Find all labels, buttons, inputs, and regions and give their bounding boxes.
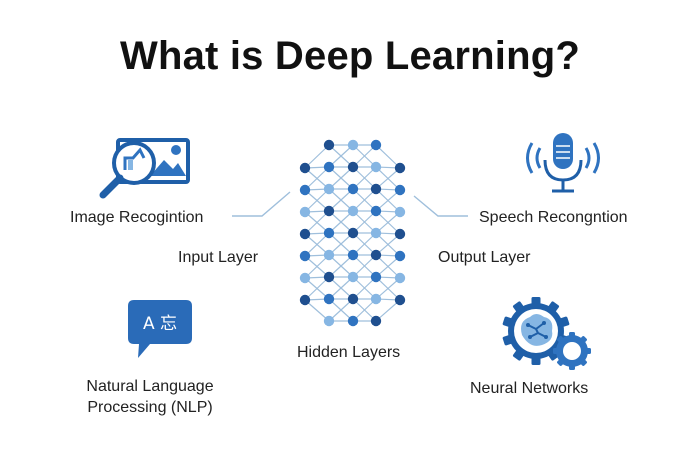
nn-edge — [375, 144, 401, 169]
nn-edge — [304, 254, 330, 279]
chat-translate-icon: A 忘 — [128, 300, 192, 358]
nn-node — [347, 205, 359, 217]
nn-node — [370, 315, 382, 327]
nn-edge — [328, 276, 354, 300]
nn-node — [299, 272, 311, 284]
nn-edge — [352, 232, 377, 256]
nn-node — [370, 271, 382, 283]
nn-edge — [328, 166, 354, 190]
nn-edge — [328, 254, 354, 278]
nn-node — [299, 294, 311, 306]
nn-node — [394, 294, 406, 306]
nn-edge — [328, 188, 354, 212]
microphone-icon — [526, 133, 600, 193]
nn-edge — [328, 144, 354, 168]
neural-networks-label: Neural Networks — [470, 380, 589, 397]
image-recognition-label: Image Recogintion — [70, 209, 204, 226]
nn-node — [323, 315, 335, 327]
nn-node — [347, 249, 359, 261]
nlp-label-line2: Processing (NLP) — [87, 399, 213, 416]
nn-edge — [352, 254, 377, 278]
nn-node — [323, 139, 335, 151]
nn-edge — [375, 255, 401, 278]
nn-edge — [328, 232, 354, 256]
connector-speech — [413, 195, 468, 217]
nn-edge — [304, 166, 330, 191]
input-layer-label: Input Layer — [178, 249, 259, 266]
page-title: What is Deep Learning? — [119, 34, 580, 78]
nn-edge — [375, 189, 401, 212]
output-layer-label: Output Layer — [438, 249, 531, 266]
nn-edge — [352, 210, 377, 234]
nlp-label-line1: Natural Language — [86, 378, 214, 395]
nn-node — [394, 184, 406, 196]
nn-edge — [352, 188, 377, 212]
nn-node — [323, 293, 335, 305]
nn-node — [323, 227, 335, 239]
nn-node — [370, 183, 382, 195]
nn-edge — [375, 211, 401, 234]
nn-edge — [304, 232, 330, 257]
nn-edge — [375, 299, 401, 322]
connector-lines — [232, 191, 468, 217]
nn-node — [347, 271, 359, 283]
nn-node — [347, 161, 359, 173]
nn-node — [347, 139, 359, 151]
nn-node — [299, 206, 311, 218]
magnifier-image-icon — [99, 138, 190, 199]
hidden-layers-label: Hidden Layers — [297, 344, 401, 361]
nn-node — [370, 227, 382, 239]
nn-node — [299, 162, 311, 174]
nn-node — [347, 293, 359, 305]
nn-edge — [304, 144, 330, 169]
nn-edge — [352, 144, 377, 168]
nn-node — [347, 315, 359, 327]
nn-node — [299, 250, 311, 262]
nn-node — [394, 162, 406, 174]
nn-edge — [375, 167, 401, 190]
nn-edge — [352, 166, 377, 190]
nn-edge — [328, 210, 354, 234]
nn-node — [323, 183, 335, 195]
nn-node — [323, 161, 335, 173]
nn-edge — [375, 277, 401, 300]
nn-node — [370, 161, 382, 173]
connector-image — [232, 191, 291, 217]
nn-node — [323, 205, 335, 217]
nn-edge — [304, 188, 330, 213]
nn-edge — [375, 233, 401, 256]
nn-edge — [352, 298, 377, 322]
nn-node — [394, 250, 406, 262]
nn-node — [394, 272, 406, 284]
nn-node — [370, 139, 382, 151]
nlp-bubble-text: A 忘 — [143, 314, 177, 334]
nn-edge — [304, 299, 330, 322]
brain-gears-icon — [502, 297, 591, 370]
speech-recognition-label: Speech Recongntion — [479, 209, 628, 226]
nn-node — [347, 227, 359, 239]
nn-node — [370, 249, 382, 261]
nn-node — [394, 206, 406, 218]
nn-edge — [304, 210, 330, 235]
nn-node — [394, 228, 406, 240]
nn-node — [323, 249, 335, 261]
nn-node — [299, 184, 311, 196]
nn-edge — [304, 276, 330, 301]
nlp-label: Natural Language Processing (NLP) — [50, 376, 250, 418]
nn-node — [347, 183, 359, 195]
nn-node — [299, 228, 311, 240]
nn-edge — [328, 298, 354, 322]
nn-edge — [352, 276, 377, 300]
nn-node — [323, 271, 335, 283]
neural-network — [299, 139, 406, 327]
nn-node — [370, 293, 382, 305]
nn-node — [370, 205, 382, 217]
